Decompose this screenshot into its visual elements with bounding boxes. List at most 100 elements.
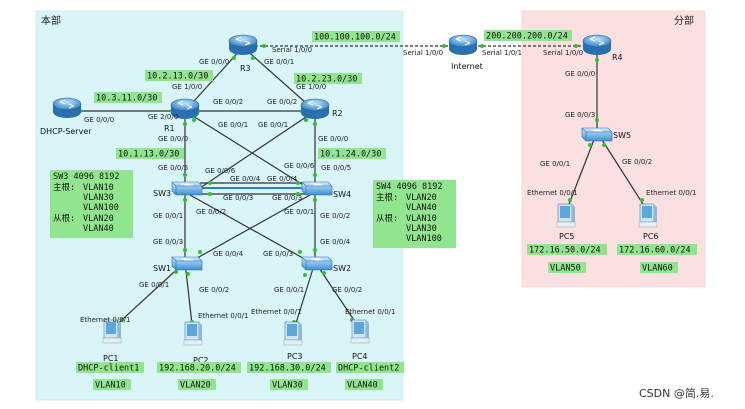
vlan50-tag: VLAN50	[548, 262, 586, 274]
svg-text:GE 0/0/1: GE 0/0/1	[284, 208, 314, 216]
server-dhcp[interactable]	[52, 97, 82, 119]
svg-text:VLAN10: VLAN10	[83, 183, 114, 193]
svg-text:GE 0/0/5: GE 0/0/5	[321, 164, 351, 172]
branch-region-label: 分部	[674, 14, 694, 27]
svg-text:GE 0/0/4: GE 0/0/4	[213, 250, 244, 258]
net-1023: 10.2.23.0/30	[294, 73, 362, 85]
vlan10-tag: VLAN10	[93, 379, 131, 391]
net-113: 10.1.13.0/30	[116, 148, 184, 160]
svg-text:GE 0/0/1: GE 0/0/1	[264, 58, 294, 66]
pc5[interactable]	[556, 203, 576, 228]
pc3-name: PC3	[287, 352, 303, 361]
router-r4[interactable]	[582, 34, 612, 56]
switch-sw1[interactable]	[171, 256, 203, 271]
pc2[interactable]	[183, 321, 203, 346]
svg-text:172.16.50.0/24: 172.16.50.0/24	[529, 246, 601, 256]
router-r2[interactable]	[300, 98, 330, 120]
svg-text:Serial 1/0/0: Serial 1/0/0	[543, 49, 583, 57]
hq-region-label: 本部	[41, 14, 61, 27]
svg-text:VLAN60: VLAN60	[642, 264, 673, 274]
net-192-20: 192.168.20.0/24	[157, 362, 241, 374]
pc1-dhcp-tag: DHCP-client1	[76, 362, 144, 374]
sw2-name: SW2	[333, 264, 351, 273]
pc6-name: PC6	[643, 232, 659, 241]
svg-text:GE 0/0/0: GE 0/0/0	[318, 135, 348, 143]
r4-name: R4	[612, 53, 623, 62]
svg-text:GE 0/0/4: GE 0/0/4	[320, 238, 351, 246]
r2-name: R2	[332, 109, 343, 118]
net-172-50: 172.16.50.0/24	[527, 244, 607, 256]
switch-sw4[interactable]	[301, 181, 333, 196]
stp-sw4-box: SW4 4096 8192 主根: VLAN20 VLAN40 从根: VLAN…	[373, 180, 456, 248]
svg-text:GE 0/0/1: GE 0/0/1	[540, 160, 570, 168]
stp-sw3-box: SW3 4096 8192 主根: VLAN10 VLAN30 VLAN100 …	[50, 170, 133, 238]
svg-text:VLAN40: VLAN40	[83, 224, 114, 234]
svg-text:VLAN20: VLAN20	[83, 214, 114, 224]
svg-text:VLAN30: VLAN30	[406, 224, 437, 234]
svg-text:VLAN10: VLAN10	[95, 381, 126, 391]
svg-text:Serial 1/0/0: Serial 1/0/0	[272, 46, 312, 54]
svg-text:GE 0/0/2: GE 0/0/2	[622, 158, 652, 166]
switch-sw2[interactable]	[301, 256, 333, 271]
svg-text:GE 0/0/2: GE 0/0/2	[320, 212, 350, 220]
dhcp-server-name: DHCP-Server	[40, 127, 92, 136]
vlan60-tag: VLAN60	[640, 262, 678, 274]
svg-text:GE 0/0/3: GE 0/0/3	[272, 194, 302, 202]
pc2-name: PC2	[193, 356, 209, 365]
svg-text:GE 0/0/3: GE 0/0/3	[263, 250, 293, 258]
svg-text:10.1.13.0/30: 10.1.13.0/30	[118, 150, 179, 160]
svg-text:DHCP-client2: DHCP-client2	[338, 364, 399, 374]
net-200: 200.200.200.0/24	[484, 30, 572, 42]
svg-text:172.16.60.0/24: 172.16.60.0/24	[619, 246, 691, 256]
svg-text:10.3.11.0/30: 10.3.11.0/30	[96, 94, 157, 104]
net-100: 100.100.100.0/24	[312, 31, 400, 43]
pc3[interactable]	[283, 321, 303, 346]
svg-text:GE 0/0/0: GE 0/0/0	[199, 58, 229, 66]
svg-text:VLAN30: VLAN30	[83, 193, 114, 203]
r3-name: R3	[240, 64, 251, 73]
svg-text:GE 1/0/0: GE 1/0/0	[296, 83, 326, 91]
svg-text:从根:: 从根:	[376, 213, 398, 224]
svg-text:VLAN100: VLAN100	[406, 234, 442, 244]
switch-sw5[interactable]	[581, 127, 613, 142]
vlan40-tag: VLAN40	[345, 379, 383, 391]
svg-text:GE 0/0/2: GE 0/0/2	[213, 98, 243, 106]
vlan30-tag: VLAN30	[270, 379, 308, 391]
svg-text:GE 0/0/1: GE 0/0/1	[139, 281, 169, 289]
pc4[interactable]	[350, 319, 370, 344]
svg-text:GE 0/0/2: GE 0/0/2	[199, 286, 229, 294]
svg-text:VLAN50: VLAN50	[550, 264, 581, 274]
router-internet[interactable]	[448, 34, 478, 56]
svg-text:GE 0/0/5: GE 0/0/5	[158, 164, 188, 172]
svg-text:192.168.20.0/24: 192.168.20.0/24	[159, 364, 236, 374]
sw4-name: SW4	[333, 190, 351, 199]
pc5-name: PC5	[559, 232, 575, 241]
svg-text:GE 0/0/6: GE 0/0/6	[205, 167, 236, 175]
svg-text:VLAN30: VLAN30	[272, 381, 303, 391]
svg-text:SW4 4096 8192: SW4 4096 8192	[376, 182, 443, 192]
svg-text:GE 0/0/1: GE 0/0/1	[218, 121, 248, 129]
svg-text:DHCP-client1: DHCP-client1	[78, 364, 139, 374]
r1-name: R1	[164, 124, 175, 133]
svg-text:Ethernet 0/0/1: Ethernet 0/0/1	[251, 308, 301, 316]
svg-text:Ethernet 0/0/1: Ethernet 0/0/1	[345, 308, 395, 316]
svg-text:SW3 4096 8192: SW3 4096 8192	[53, 172, 120, 182]
svg-text:100.100.100.0/24: 100.100.100.0/24	[314, 33, 396, 43]
svg-text:VLAN20: VLAN20	[180, 381, 211, 391]
watermark: CSDN @简.易.	[639, 386, 714, 400]
switch-sw3[interactable]	[171, 181, 203, 196]
svg-text:VLAN40: VLAN40	[406, 203, 437, 213]
svg-text:VLAN100: VLAN100	[83, 203, 119, 213]
sw3-name: SW3	[153, 189, 171, 198]
sw1-name: SW1	[153, 264, 171, 273]
pc6[interactable]	[638, 203, 658, 228]
svg-text:GE 0/0/4: GE 0/0/4	[267, 175, 298, 183]
net-124: 10.1.24.0/30	[318, 148, 386, 160]
svg-text:GE 2/0/0: GE 2/0/0	[148, 113, 178, 121]
router-r3[interactable]	[228, 34, 258, 56]
svg-text:GE 0/0/1: GE 0/0/1	[274, 286, 304, 294]
svg-text:GE 0/0/0: GE 0/0/0	[565, 70, 595, 78]
svg-text:GE 0/0/0: GE 0/0/0	[84, 116, 114, 124]
svg-text:VLAN10: VLAN10	[406, 214, 437, 224]
svg-text:Serial 1/0/1: Serial 1/0/1	[482, 49, 522, 57]
